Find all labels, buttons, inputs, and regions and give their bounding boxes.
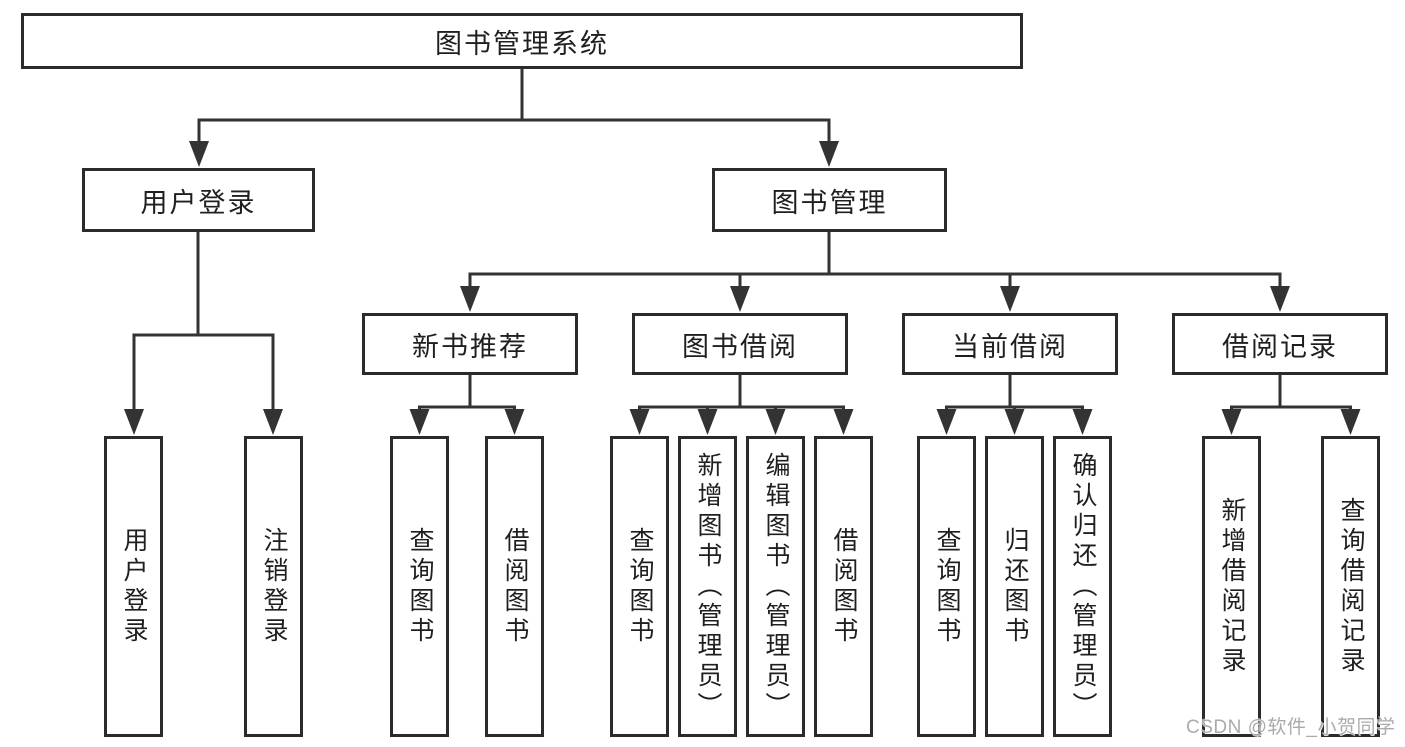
leaf-query-books-borrow: 查询图书 [610,436,669,737]
node-label: 新增图书（管理员） [694,451,722,722]
connector-borrow-records [1230,373,1352,420]
leaf-borrow-books: 借阅图书 [814,436,873,737]
arrowheads [124,141,1361,435]
node-root: 图书管理系统 [21,13,1023,69]
node-current-borrow: 当前借阅 [902,313,1118,375]
node-book-management: 图书管理 [712,168,947,232]
leaf-query-borrow-record: 查询借阅记录 [1321,436,1380,737]
node-label: 用户登录 [140,187,257,218]
node-label: 注销登录 [260,526,288,647]
connector-new-book [418,373,516,420]
leaf-query-books-current: 查询图书 [917,436,976,737]
node-book-borrow: 图书借阅 [632,313,848,375]
node-label: 查询图书 [933,526,961,647]
node-label: 归还图书 [1001,526,1029,647]
leaf-add-borrow-record: 新增借阅记录 [1202,436,1261,737]
node-label: 图书管理 [771,187,888,218]
connector-book-management [468,230,1282,297]
leaf-borrow-books-recommend: 借阅图书 [485,436,544,737]
node-label: 当前借阅 [952,331,1068,362]
node-label: 查询图书 [626,526,654,647]
leaf-edit-book-admin: 编辑图书（管理员） [746,436,805,737]
connector-root [197,67,831,148]
connector-book-borrow [638,373,845,420]
node-label: 确认归还（管理员） [1069,451,1097,722]
node-label: 查询图书 [406,526,434,647]
node-label: 借阅图书 [830,526,858,647]
node-label: 新书推荐 [412,331,528,362]
node-borrow-records: 借阅记录 [1172,313,1388,375]
leaf-user-login: 用户登录 [104,436,163,737]
leaf-logout: 注销登录 [244,436,303,737]
node-label: 编辑图书（管理员） [762,451,790,722]
leaf-query-books-recommend: 查询图书 [390,436,449,737]
node-label: 借阅记录 [1222,331,1338,362]
node-new-book-recommend: 新书推荐 [362,313,578,375]
leaf-confirm-return-admin: 确认归还（管理员） [1053,436,1112,737]
node-label: 借阅图书 [501,526,529,647]
leaf-add-book-admin: 新增图书（管理员） [678,436,737,737]
leaf-return-book: 归还图书 [985,436,1044,737]
node-user-login-branch: 用户登录 [82,168,315,232]
node-label: 图书借阅 [682,331,798,362]
node-label: 图书管理系统 [435,28,609,59]
node-label: 查询借阅记录 [1337,496,1365,677]
node-label: 用户登录 [120,526,148,647]
node-label: 新增借阅记录 [1218,496,1246,677]
csdn-watermark: CSDN @软件_小贺同学 [1186,717,1396,738]
connector-user-login [132,230,275,416]
